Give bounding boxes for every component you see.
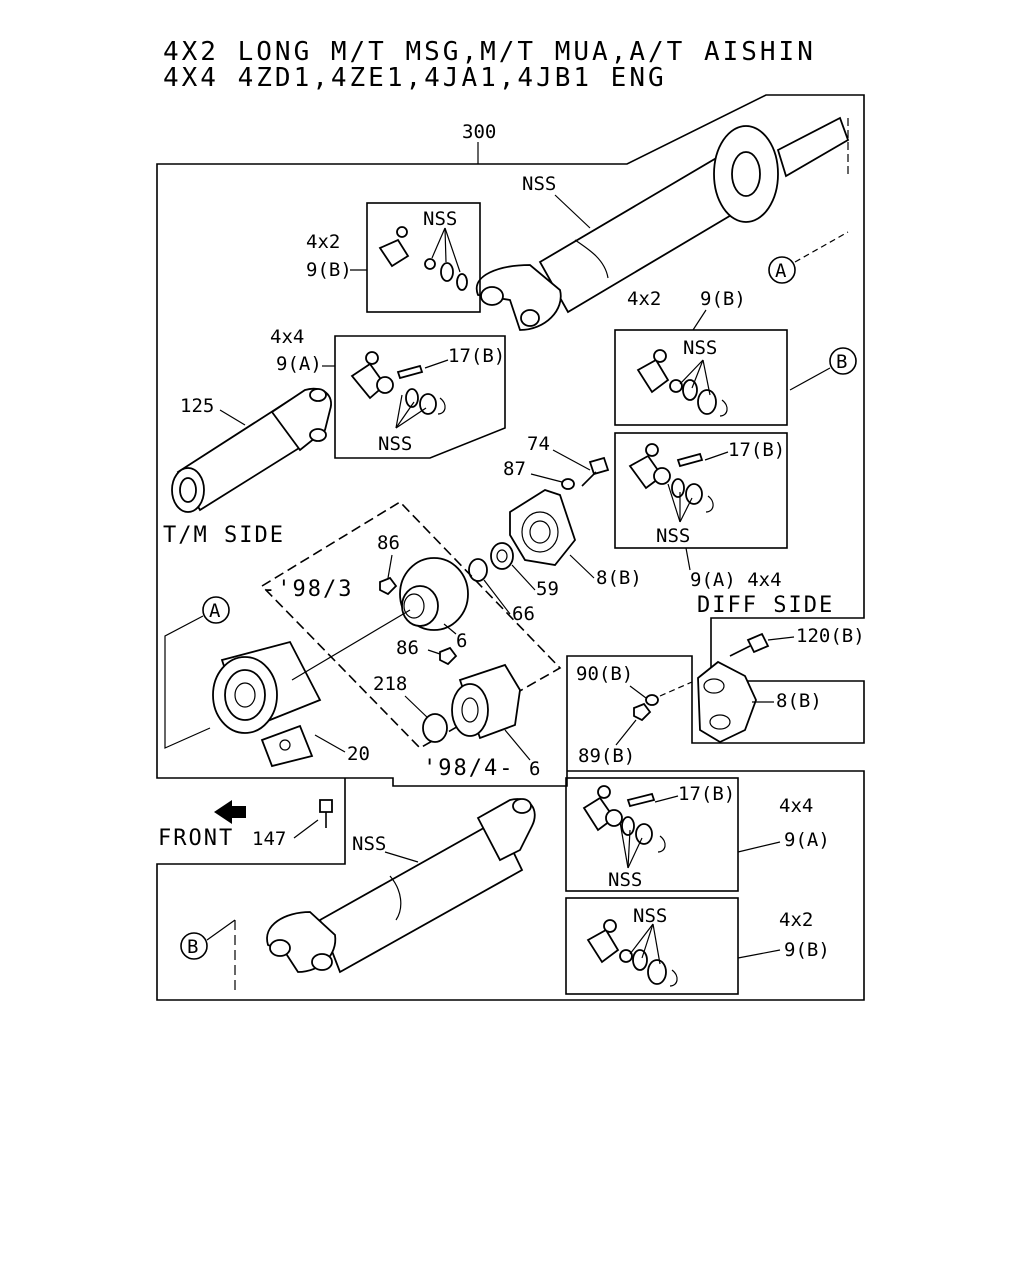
callout-a-left: A — [209, 600, 221, 622]
label-17b-left: 17(B) — [448, 345, 505, 367]
label-87: 87 — [503, 458, 526, 480]
label-6-upper: 6 — [456, 630, 467, 652]
universal-joint-kit-4x2-upper — [378, 226, 468, 291]
label-4x2-right: 4x2 — [627, 288, 661, 310]
nut-86-lower — [439, 646, 458, 666]
label-diff-side: DIFF SIDE — [697, 593, 834, 618]
label-front: FRONT — [158, 826, 234, 851]
label-4x2-upper: 4x2 — [306, 231, 340, 253]
flange-8b-center — [509, 489, 577, 566]
label-86-upper: 86 — [377, 532, 400, 554]
nss-label-box-4x2-lower: NSS — [633, 905, 667, 927]
nut-86-upper — [379, 576, 398, 596]
label-125: 125 — [180, 395, 214, 417]
upper-frame — [156, 94, 865, 787]
lower-propeller-shaft — [266, 798, 536, 974]
label-300: 300 — [462, 121, 496, 143]
label-120b: 120(B) — [796, 625, 865, 647]
bolt-120b — [729, 632, 770, 657]
nss-label-box-4x2-right: NSS — [683, 337, 717, 359]
label-6-lower: 6 — [529, 758, 540, 780]
label-17b-right: 17(B) — [728, 439, 785, 461]
universal-joint-kit-4x4-left — [350, 351, 446, 429]
label-9b-upper: 9(B) — [306, 259, 352, 281]
label-4x4-lower: 4x4 — [779, 795, 813, 817]
header-line-1: 4X2 LONG M/T MSG,M/T MUA,A/T AISHIN — [163, 37, 816, 67]
callout-a-upper: A — [775, 260, 787, 282]
label-17b-lower: 17(B) — [678, 783, 735, 805]
universal-joint-kit-4x2-lower — [586, 919, 678, 987]
washer-90b — [645, 694, 659, 706]
nss-label-box-4x4-right: NSS — [656, 525, 690, 547]
nss-label-box-4x4-left: NSS — [378, 433, 412, 455]
nss-label-upper-shaft: NSS — [522, 173, 556, 195]
label-66: 66 — [512, 603, 535, 625]
label-9a-lower: 9(A) — [784, 829, 830, 851]
universal-joint-kit-4x2-right — [636, 349, 728, 417]
date-label-after: '98/4- — [423, 756, 514, 781]
flange-yoke-8b-diff — [697, 660, 757, 744]
label-9a-4x4-right: 9(A) 4x4 — [690, 569, 782, 591]
label-4x2-lower: 4x2 — [779, 909, 813, 931]
label-9b-lower: 9(B) — [784, 939, 830, 961]
label-9a-left: 9(A) — [276, 353, 322, 375]
lower-frame — [156, 770, 865, 1001]
universal-joint-kit-4x4-right — [628, 443, 714, 523]
nut-59 — [490, 542, 514, 570]
center-flange-6-upper — [399, 557, 469, 631]
label-8b-center: 8(B) — [596, 567, 642, 589]
nss-label-lower-shaft: NSS — [352, 833, 386, 855]
front-arrow-icon — [214, 800, 246, 824]
label-4x4-left: 4x4 — [270, 326, 304, 348]
upper-propeller-shaft — [475, 116, 850, 331]
bolt-147 — [319, 799, 333, 828]
label-59: 59 — [536, 578, 559, 600]
label-89b: 89(B) — [578, 745, 635, 767]
nss-label-box-4x4-lower: NSS — [608, 869, 642, 891]
center-flange-6-lower — [451, 663, 521, 740]
washer-66 — [468, 558, 488, 582]
center-bearing-20 — [212, 640, 322, 768]
label-20: 20 — [347, 743, 370, 765]
nut-89b — [633, 702, 652, 722]
washer-87 — [561, 478, 575, 490]
label-147: 147 — [252, 828, 286, 850]
sleeve-yoke-125 — [171, 387, 332, 513]
callout-b-right: B — [836, 351, 847, 373]
label-tm-side: T/M SIDE — [163, 523, 285, 548]
bolt-74 — [581, 456, 610, 487]
header-line-2: 4X4 4ZD1,4ZE1,4JA1,4JB1 ENG — [163, 63, 667, 93]
universal-joint-kit-4x4-lower — [582, 785, 666, 869]
date-label-before: -'98/3 — [262, 577, 353, 602]
nss-label-box-4x2-upper: NSS — [423, 208, 457, 230]
label-74: 74 — [527, 433, 550, 455]
label-90b: 90(B) — [576, 663, 633, 685]
label-8b-diff: 8(B) — [776, 690, 822, 712]
callout-b-lower: B — [187, 936, 198, 958]
label-218: 218 — [373, 673, 407, 695]
o-ring-218 — [422, 713, 448, 743]
label-9b-right: 9(B) — [700, 288, 746, 310]
label-86-lower: 86 — [396, 637, 419, 659]
